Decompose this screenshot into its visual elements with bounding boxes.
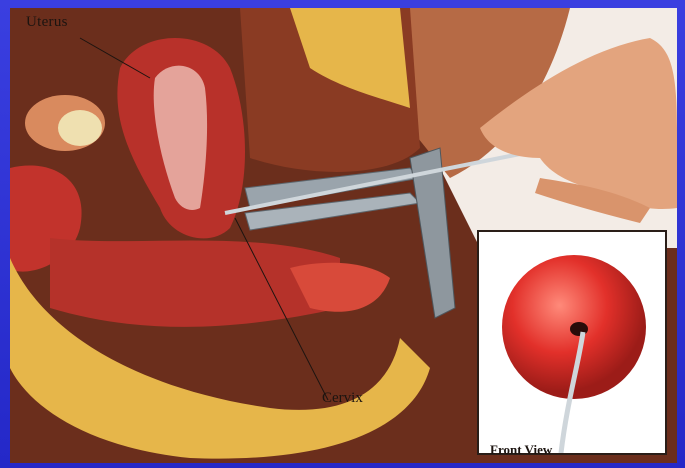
cervix-label: Cervix [322, 390, 363, 407]
uterus-label: Uterus [26, 14, 68, 31]
ovary-inner [58, 110, 102, 146]
cervical-os [570, 322, 588, 336]
cervix-front-view-drawing [479, 232, 665, 453]
front-view-inset [477, 230, 667, 455]
front-view-label: Front View [490, 442, 552, 458]
rectum [50, 238, 340, 327]
